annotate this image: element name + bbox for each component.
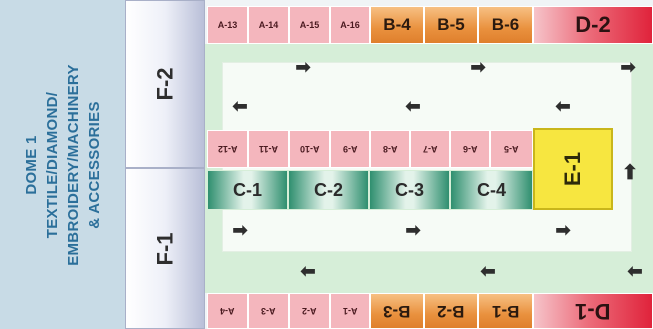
- stall-label: A-12: [217, 144, 238, 154]
- stall-a5[interactable]: A-5: [490, 130, 533, 168]
- dome-title-line: DOME 1: [22, 134, 40, 195]
- stall-a14[interactable]: A-14: [248, 6, 289, 44]
- arrow-left-icon: ⬅: [555, 96, 571, 116]
- stall-a8[interactable]: A-8: [370, 130, 410, 168]
- stall-a2[interactable]: A-2: [289, 293, 330, 329]
- stall-a7[interactable]: A-7: [410, 130, 450, 168]
- stall-a15[interactable]: A-15: [289, 6, 330, 44]
- stall-label: B-2: [437, 302, 465, 321]
- arrow-left-icon: ⬅: [300, 261, 316, 281]
- zone-e1-label: E-1: [560, 151, 585, 187]
- stall-b5[interactable]: B-5: [424, 6, 478, 44]
- stall-label: B-3: [383, 302, 411, 321]
- stall-a3[interactable]: A-3: [248, 293, 289, 329]
- stall-label: A-4: [220, 306, 235, 316]
- dome-title: DOME 1 TEXTILE/DIAMOND/ EMBROIDERY/MACHI…: [0, 0, 125, 329]
- stall-b2[interactable]: B-2: [424, 293, 478, 329]
- zone-f2[interactable]: F-2: [125, 0, 205, 168]
- stall-a11[interactable]: A-11: [248, 130, 289, 168]
- zone-f2-label: F-2: [152, 67, 177, 101]
- stall-b4[interactable]: B-4: [370, 6, 424, 44]
- stall-label: B-6: [491, 15, 520, 34]
- zone-d1-label: D-1: [575, 299, 611, 324]
- stall-a16[interactable]: A-16: [330, 6, 370, 44]
- stall-label: A-7: [422, 144, 438, 154]
- stall-a4[interactable]: A-4: [207, 293, 248, 329]
- stall-c3[interactable]: C-3: [369, 170, 450, 210]
- stall-label: A-11: [258, 144, 278, 154]
- stall-label: B-5: [437, 15, 465, 34]
- stall-b3[interactable]: B-3: [370, 293, 424, 329]
- zone-d1[interactable]: D-1: [533, 293, 653, 329]
- stall-a13[interactable]: A-13: [207, 6, 248, 44]
- arrow-right-icon: ➡: [620, 57, 636, 77]
- dome-title-line: TEXTILE/DIAMOND/: [43, 91, 61, 238]
- stall-c2[interactable]: C-2: [288, 170, 369, 210]
- stall-a6[interactable]: A-6: [450, 130, 490, 168]
- stall-label: A-16: [340, 20, 360, 30]
- stall-label: A-8: [382, 144, 398, 154]
- arrow-right-icon: ➡: [405, 220, 421, 240]
- stall-label: C-1: [232, 179, 262, 200]
- arrow-left-icon: ⬅: [627, 261, 643, 281]
- stall-a12[interactable]: A-12: [207, 130, 248, 168]
- arrow-left-icon: ⬅: [480, 261, 496, 281]
- stall-label: C-2: [313, 179, 343, 200]
- stall-c4[interactable]: C-4: [450, 170, 533, 210]
- stall-label: A-5: [504, 144, 519, 154]
- stall-label: A-3: [261, 306, 276, 316]
- arrow-up-icon: ⬆: [621, 162, 639, 184]
- stall-c1[interactable]: C-1: [207, 170, 288, 210]
- arrow-right-icon: ➡: [555, 220, 571, 240]
- zone-d2-label: D-2: [575, 12, 611, 37]
- zone-f1[interactable]: F-1: [125, 168, 205, 329]
- arrow-right-icon: ➡: [295, 57, 311, 77]
- stall-label: B-4: [383, 15, 411, 34]
- stall-b6[interactable]: B-6: [478, 6, 533, 44]
- arrow-left-icon: ⬅: [232, 96, 248, 116]
- stall-label: A-15: [299, 20, 320, 30]
- stall-label: A-10: [299, 144, 320, 154]
- stall-label: A-1: [342, 306, 358, 316]
- stall-label: A-14: [258, 20, 279, 30]
- stall-a10[interactable]: A-10: [289, 130, 330, 168]
- dome-title-line: EMBROIDERY/MACHINERY: [64, 63, 82, 266]
- stall-a1[interactable]: A-1: [330, 293, 370, 329]
- zone-d2[interactable]: D-2: [533, 6, 653, 44]
- arrow-left-icon: ⬅: [405, 96, 421, 116]
- stall-label: B-1: [491, 302, 520, 321]
- zone-f1-label: F-1: [152, 232, 177, 265]
- dome-title-panel: [0, 0, 125, 329]
- stall-label: A-9: [342, 144, 358, 154]
- stall-label: A-2: [302, 306, 317, 316]
- stall-label: C-4: [476, 179, 506, 200]
- stall-label: A-6: [462, 144, 478, 154]
- stall-label: A-13: [217, 20, 238, 30]
- stall-a9[interactable]: A-9: [330, 130, 370, 168]
- dome-title-line: & ACCESSORIES: [85, 100, 103, 229]
- stall-label: C-3: [394, 179, 424, 200]
- arrow-right-icon: ➡: [232, 220, 248, 240]
- zone-e1[interactable]: E-1: [533, 128, 613, 210]
- arrow-right-icon: ➡: [470, 57, 486, 77]
- stall-b1[interactable]: B-1: [478, 293, 533, 329]
